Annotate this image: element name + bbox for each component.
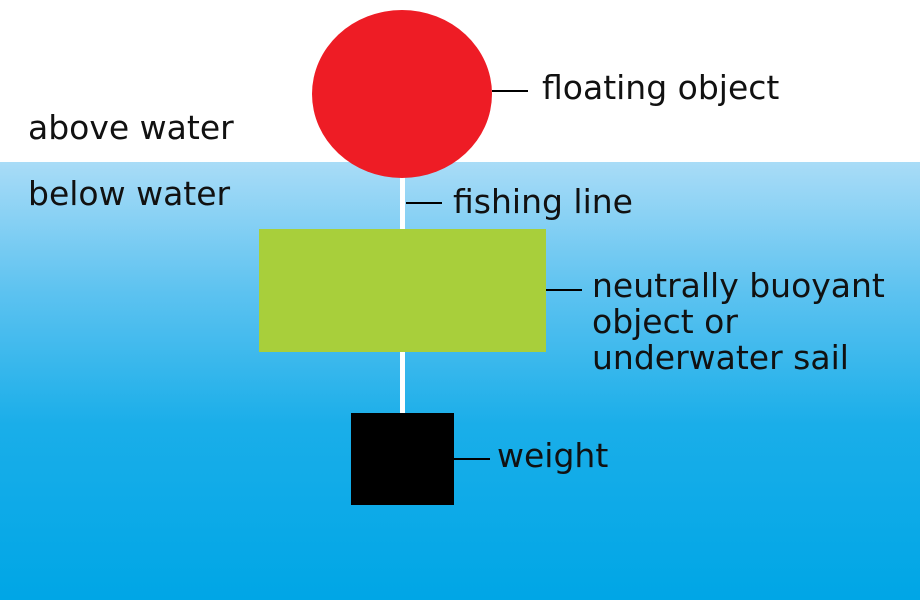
float-label: floating object bbox=[542, 68, 780, 107]
weight-block bbox=[351, 413, 454, 505]
sail-label-line-1: neutrally buoyant bbox=[592, 266, 885, 305]
fishing-line-label: fishing line bbox=[453, 182, 633, 221]
weight-label: weight bbox=[497, 436, 609, 475]
line-leader-line bbox=[406, 202, 442, 204]
below-water-label: below water bbox=[28, 174, 231, 213]
weight-leader-line bbox=[454, 458, 490, 460]
sail-label: neutrally buoyant object or underwater s… bbox=[592, 268, 902, 376]
underwater-sail bbox=[259, 229, 546, 352]
float-leader-line bbox=[492, 90, 528, 92]
sail-label-line-3: underwater sail bbox=[592, 338, 849, 377]
water-region bbox=[0, 162, 920, 600]
above-water-label: above water bbox=[28, 108, 234, 147]
sail-label-line-2: object or bbox=[592, 302, 738, 341]
floating-object bbox=[312, 10, 492, 178]
sail-leader-line bbox=[546, 289, 582, 291]
